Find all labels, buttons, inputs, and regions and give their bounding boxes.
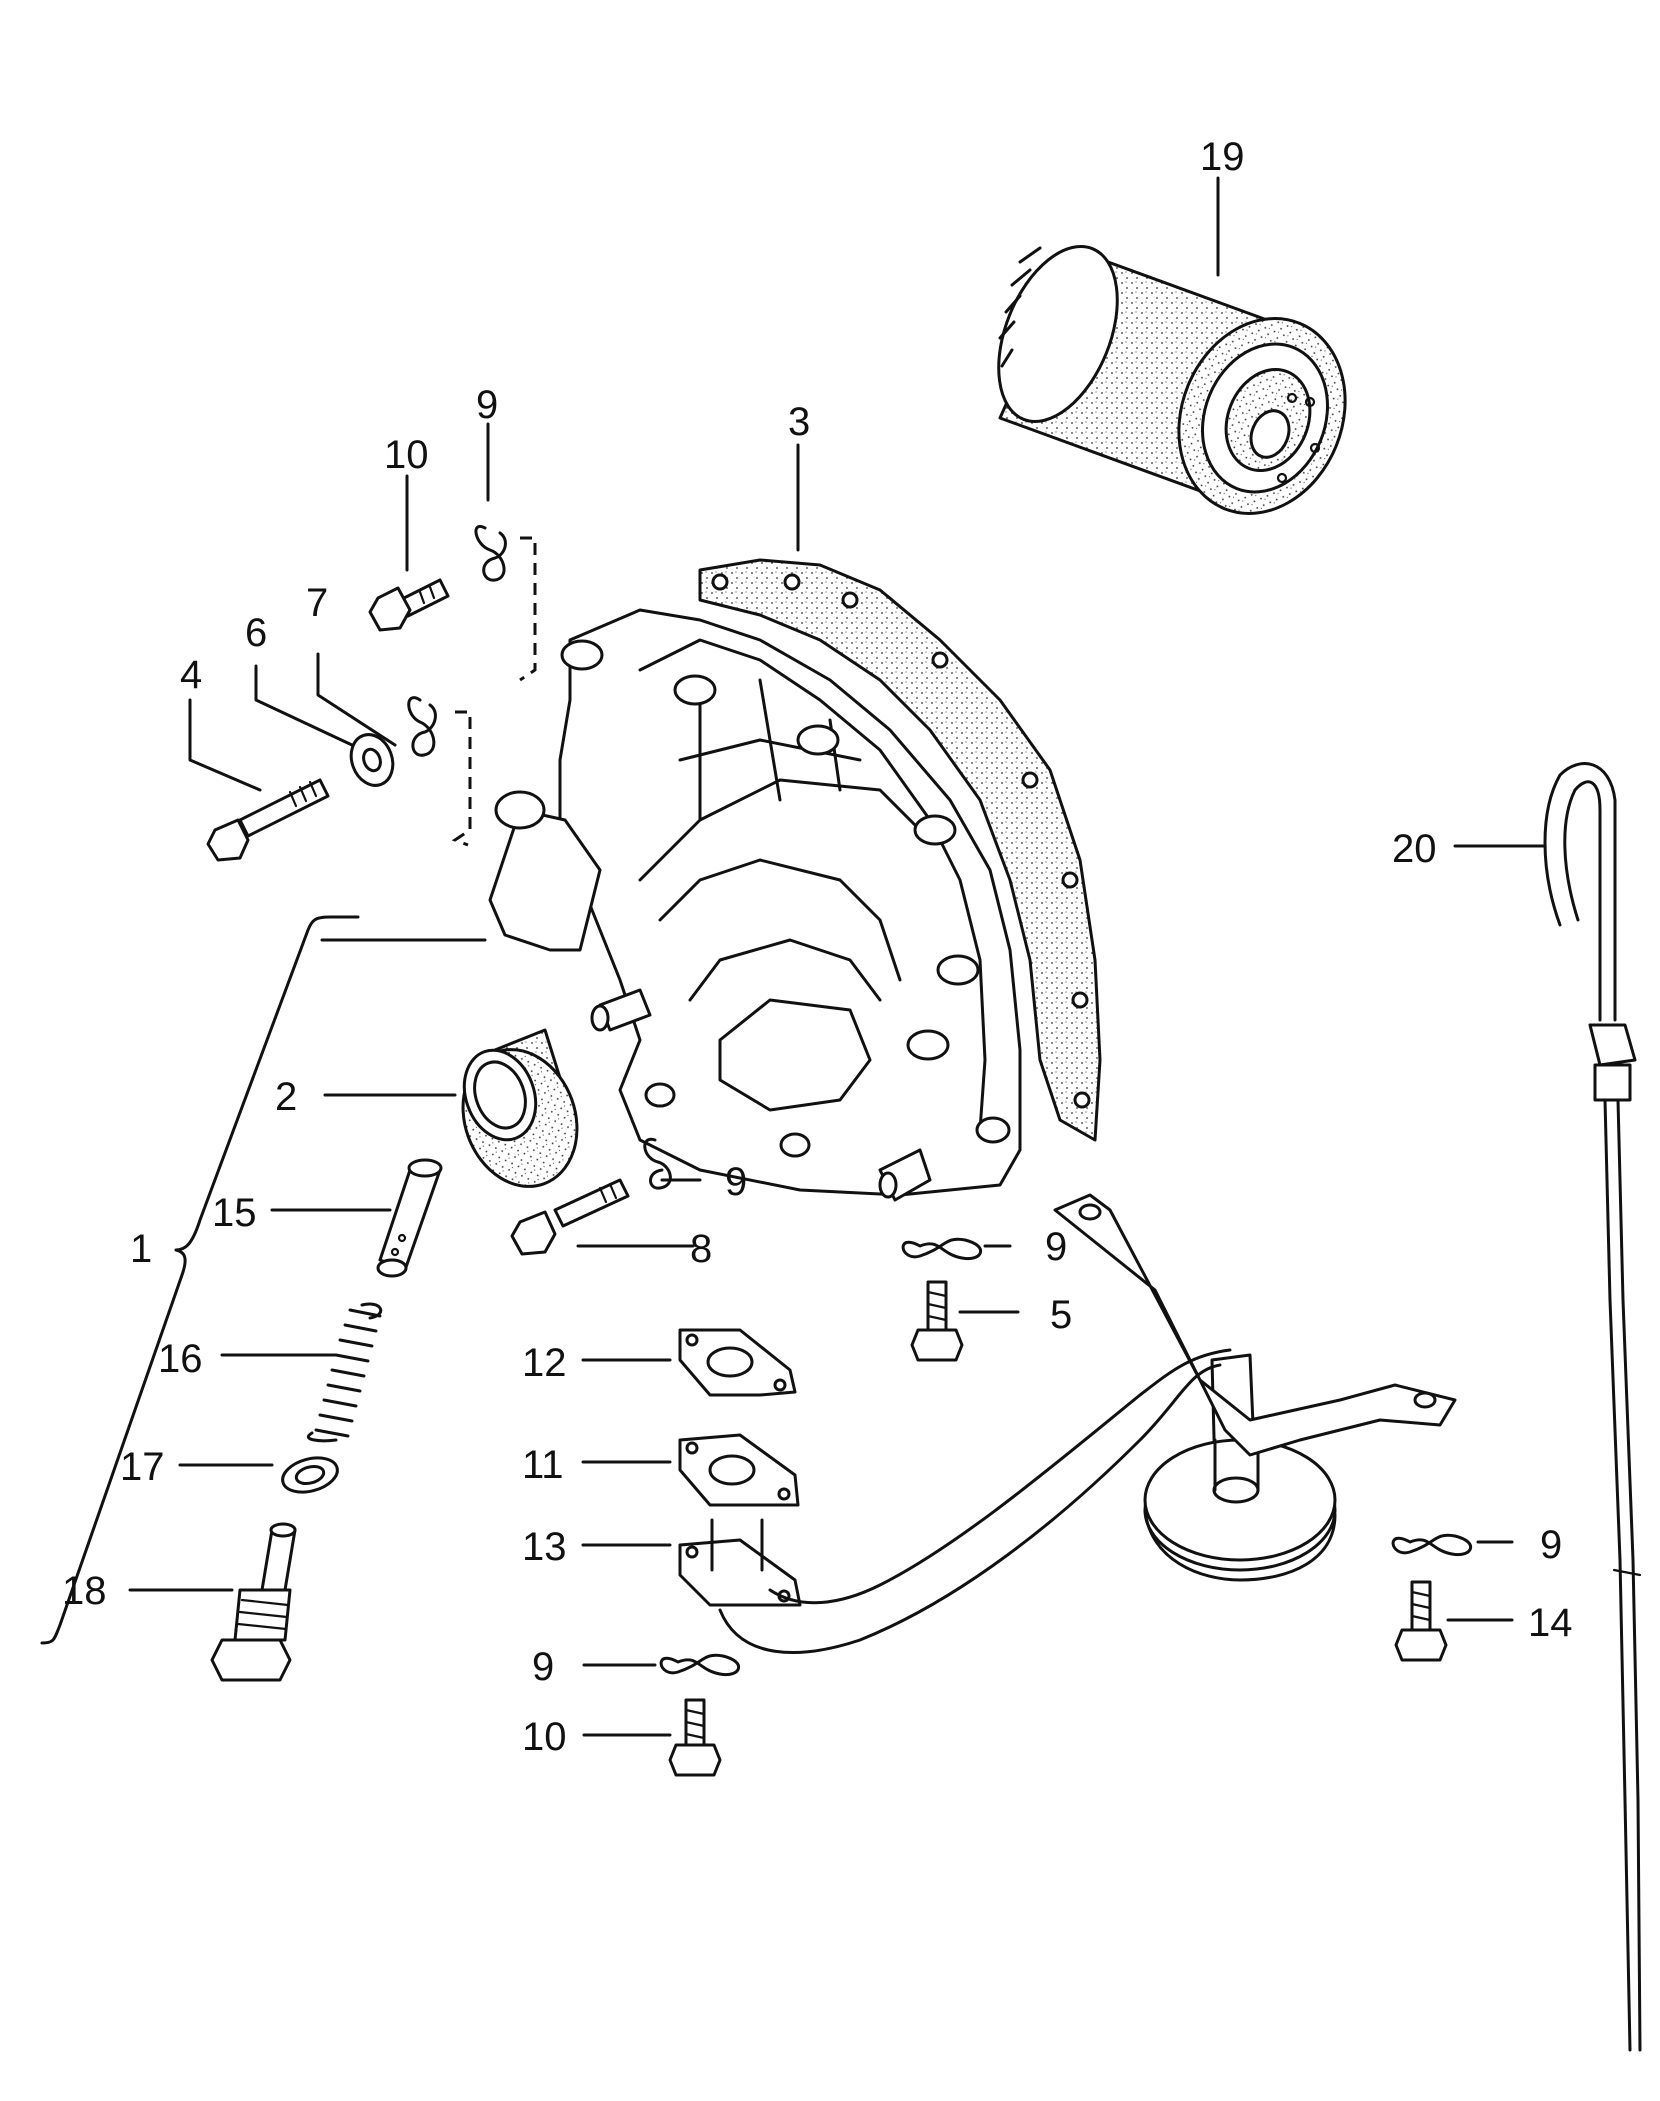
callout-7: 7 xyxy=(306,581,328,625)
callout-1: 1 xyxy=(130,1227,152,1271)
lock-plate-9-right xyxy=(901,1237,982,1261)
callout-13: 13 xyxy=(522,1525,567,1569)
relief-plug xyxy=(210,1522,297,1682)
oil-pump-housing xyxy=(488,608,1022,1202)
callout-10-bottom: 10 xyxy=(522,1715,567,1759)
callout-10-top: 10 xyxy=(384,433,429,477)
group-bracket-1 xyxy=(40,915,360,1645)
filter-grip-ring xyxy=(998,246,1042,368)
callout-17: 17 xyxy=(120,1445,165,1489)
bolt-10-bottom xyxy=(668,1698,722,1777)
callout-16: 16 xyxy=(158,1337,203,1381)
relief-spring xyxy=(306,1302,383,1443)
housing-gasket xyxy=(698,558,1102,1142)
dipstick xyxy=(1543,762,1642,2052)
circlip-9-mid xyxy=(643,1137,672,1190)
callout-labels: 19 3 9 10 7 6 4 20 2 15 1 16 17 18 9 8 9… xyxy=(62,135,1573,1759)
callout-9-bottom: 9 xyxy=(532,1645,554,1689)
bolt-5 xyxy=(910,1280,964,1362)
flange-11 xyxy=(678,1433,800,1507)
bolt-8 xyxy=(510,1178,630,1256)
callout-9-right: 9 xyxy=(1045,1225,1067,1269)
circlip-7 xyxy=(407,696,472,847)
callout-19: 19 xyxy=(1200,135,1245,179)
leader-lines xyxy=(128,176,1547,1737)
callout-11: 11 xyxy=(522,1443,564,1487)
circlip-9-top xyxy=(474,525,537,682)
callout-9-mid: 9 xyxy=(725,1160,747,1204)
washer-6 xyxy=(349,733,395,787)
callout-9-top: 9 xyxy=(476,383,498,427)
bolt-4 xyxy=(206,778,330,862)
callout-9-far-right: 9 xyxy=(1540,1523,1562,1567)
lock-plate-9-bottom xyxy=(659,1653,740,1677)
gasket-12 xyxy=(678,1328,797,1397)
callout-2: 2 xyxy=(275,1075,297,1119)
oil-filter xyxy=(997,245,1347,515)
callout-12: 12 xyxy=(522,1341,567,1385)
callout-14: 14 xyxy=(1528,1601,1573,1645)
callout-18: 18 xyxy=(62,1569,107,1613)
oil-pickup-tube xyxy=(678,1348,1337,1654)
lock-plate-9-far-right xyxy=(1391,1533,1472,1557)
pickup-bracket xyxy=(1053,1193,1457,1457)
seal-ring-17 xyxy=(281,1456,339,1494)
callout-8: 8 xyxy=(690,1227,712,1271)
callout-5: 5 xyxy=(1050,1293,1072,1337)
shaft-seal xyxy=(461,1028,579,1188)
callout-6: 6 xyxy=(245,611,267,655)
bolt-10-top xyxy=(368,578,450,632)
callout-20: 20 xyxy=(1392,827,1437,871)
callout-4: 4 xyxy=(180,653,202,697)
callout-3: 3 xyxy=(788,400,810,444)
relief-piston xyxy=(376,1158,443,1278)
bolt-14 xyxy=(1394,1580,1448,1662)
callout-15: 15 xyxy=(212,1191,257,1235)
